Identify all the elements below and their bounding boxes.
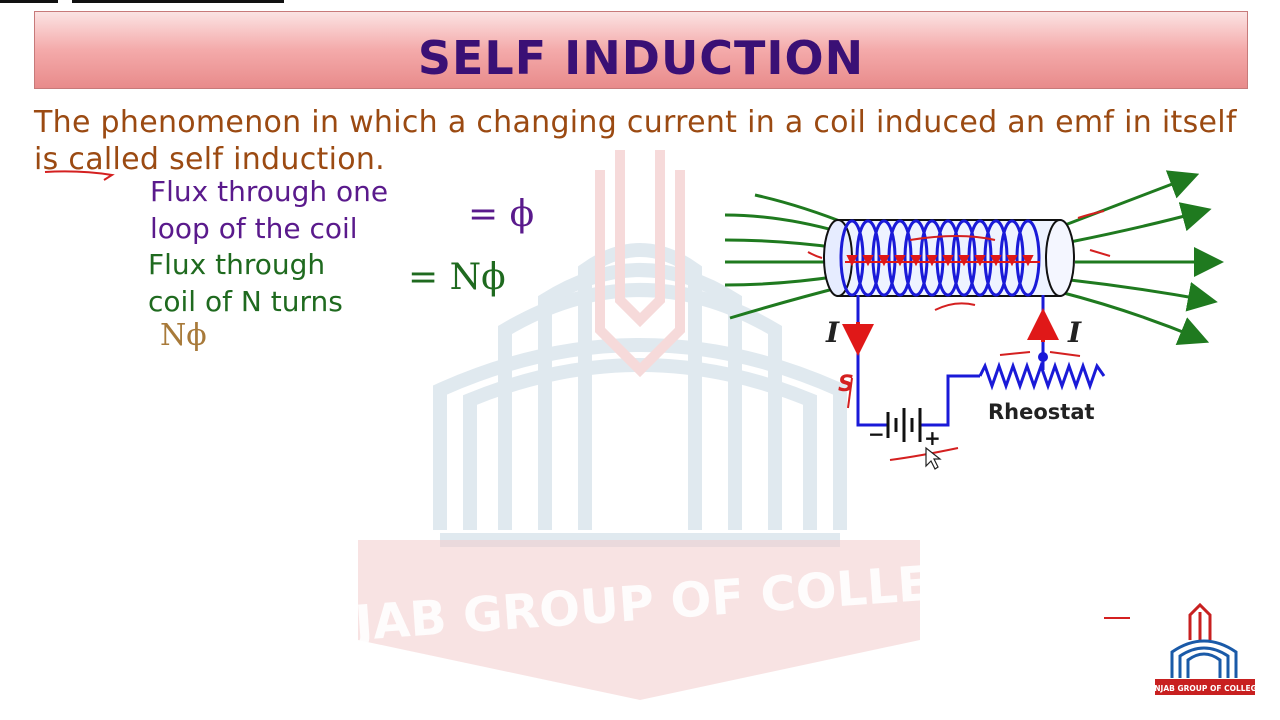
- flux-one-loop-line2: loop of the coil: [150, 212, 358, 245]
- current-label-left: I: [826, 316, 840, 349]
- title-bar: SELF INDUCTION: [34, 11, 1248, 89]
- battery-plus: +: [924, 426, 941, 450]
- rheostat-label: Rheostat: [988, 400, 1095, 424]
- partial-formula: Nϕ: [160, 318, 207, 353]
- switch-label: S: [838, 372, 854, 397]
- flux-one-loop-line1: Flux through one: [150, 175, 389, 208]
- top-strip-left: [0, 0, 58, 3]
- flux-n-turns-line2: coil of N turns: [148, 285, 343, 318]
- current-label-right: I: [1068, 316, 1082, 349]
- definition-text: The phenomenon in which a changing curre…: [34, 105, 1237, 177]
- logo-text: PUNJAB GROUP OF COLLEGES: [1143, 684, 1268, 693]
- flux-n-turns-line1: Flux through: [148, 248, 326, 281]
- battery-minus: −: [868, 422, 885, 446]
- flux-n-turns-formula: = Nϕ: [408, 257, 506, 298]
- flux-one-loop-formula: = ϕ: [468, 194, 535, 235]
- top-strip-right: [72, 0, 284, 3]
- slide-title: SELF INDUCTION: [417, 31, 865, 85]
